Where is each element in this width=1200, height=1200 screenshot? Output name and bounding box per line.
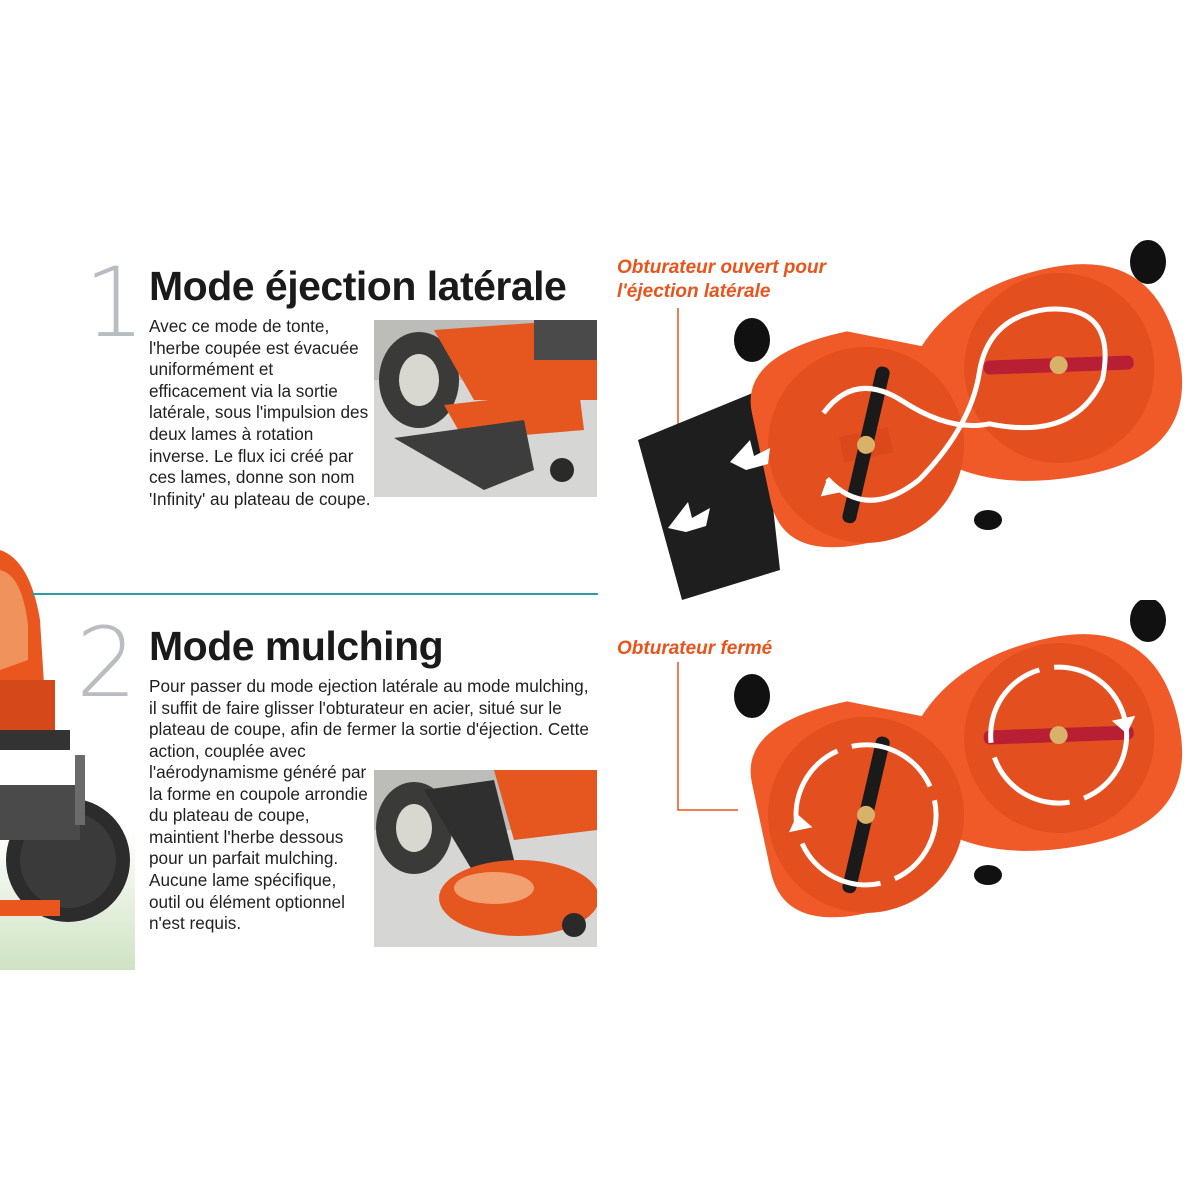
callout-open-line2: l'éjection latérale <box>617 281 771 302</box>
section1-body: Avec ce mode de tonte, l'herbe coupée es… <box>149 316 371 509</box>
mulching-photo <box>374 770 597 947</box>
section1-title: Mode éjection latérale <box>149 263 567 309</box>
deck-open-diagram <box>610 230 1200 610</box>
tractor-photo <box>0 530 135 970</box>
section2-body-wide: Pour passer du mode ejection latérale au… <box>149 676 589 761</box>
section2-number: 2 <box>76 607 138 719</box>
callout-open-line1: Obturateur ouvert pour <box>617 257 827 278</box>
side-discharge-photo <box>374 320 597 497</box>
section-divider <box>32 593 598 595</box>
callout-closed: Obturateur fermé <box>617 638 773 659</box>
section1-number: 1 <box>84 247 146 359</box>
section2-body-narrow: l'aérodynamisme généré par la forme en c… <box>149 762 368 934</box>
section2-title: Mode mulching <box>149 623 444 669</box>
deck-closed-diagram <box>610 600 1200 980</box>
